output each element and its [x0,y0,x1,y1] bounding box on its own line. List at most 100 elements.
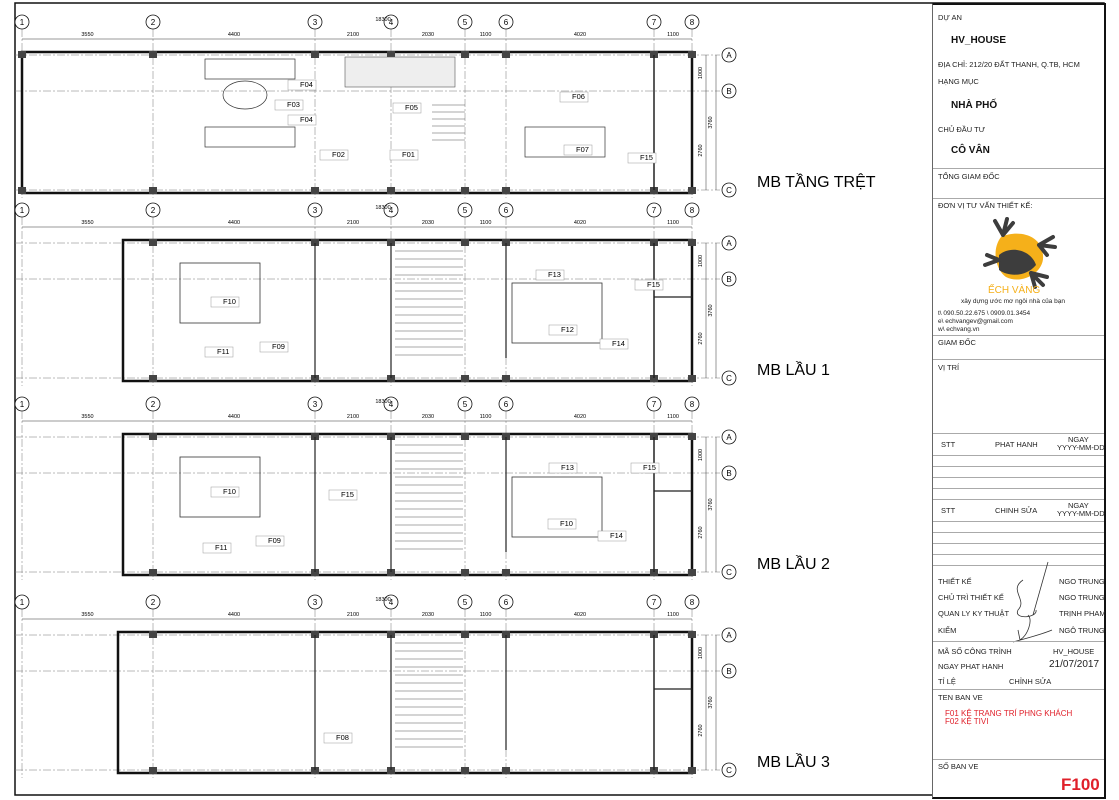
furniture-tag: F11 [215,543,227,552]
column [461,433,469,440]
furniture-tag-box [287,79,317,91]
dimension-text: 4020 [574,414,586,420]
revision-header: CHINH SỬA [995,506,1038,515]
furniture-tag-box [210,296,240,308]
grid-label: 7 [652,206,657,215]
dimension-text: 2100 [347,220,359,226]
grid-label: B [726,275,731,284]
dimension-text: 2760 [698,332,704,344]
column [650,767,658,774]
grid-bubble [14,202,30,218]
dimension-text: 3760 [708,498,714,510]
column [311,375,319,382]
column [461,375,469,382]
dimension-text: 3760 [708,696,714,708]
grid-bubble [721,564,737,580]
furniture-tag-box [274,99,304,111]
grid-bubble [145,14,161,30]
grid-bubble [457,594,473,610]
furniture-tag: F15 [647,280,660,289]
column [149,187,157,194]
drawing-name-2: F02 KỆ TIVI [945,717,989,726]
column [149,239,157,246]
dining-table [524,126,606,158]
furniture-tag: F10 [223,297,236,306]
grid-bubble [145,396,161,412]
grid-label: A [726,631,732,640]
exterior-wall [121,432,694,577]
drawing-name-label: TEN BAN VE [938,693,983,702]
column [387,375,395,382]
column [650,631,658,638]
grid-label: 6 [504,400,509,409]
furniture-tag: F13 [561,463,574,472]
lead-designer-label: CHỦ TRÌ THIẾT KẾ [938,593,1004,602]
column [502,51,510,58]
column [502,239,510,246]
furniture-tag-box [287,114,317,126]
grid-label: C [726,374,732,383]
category-label: HẠNG MỤC [938,77,979,86]
counter [344,56,456,88]
date-header: NGAY [1068,435,1089,444]
grid-bubble [646,396,662,412]
grid-label: 6 [504,18,509,27]
dimension-text: 3760 [708,116,714,128]
dimension-text: 2030 [422,220,434,226]
dimension-text: 1100 [480,612,492,618]
grid-bubble [721,83,737,99]
floor-title: MB TẦNG TRỆT [757,172,876,191]
column [461,569,469,576]
logo-name: ẾCH VÀNG [988,285,1041,296]
column [311,569,319,576]
dimension-text: 2030 [422,612,434,618]
column [688,187,696,194]
dimension-text: 2760 [698,526,704,538]
furniture-tag-box [548,324,578,336]
stt-header: STT [941,440,956,449]
furniture-tag: F10 [560,519,573,528]
furniture-tag: F09 [268,536,281,545]
dimension-text: 1100 [480,414,492,420]
date-header: NGAY [1068,501,1089,510]
furniture-tag-box [548,462,578,474]
furniture-tag: F13 [548,270,561,279]
grid-bubble [721,235,737,251]
grid-label: C [726,568,732,577]
phone: t\ 090.50.22.675 \ 0909.01.3454 [938,310,1031,317]
coffee-table [222,80,268,110]
grid-bubble [307,396,323,412]
dimension-text: 3550 [81,414,93,420]
tech-manager-label: QUAN LY KY THUẬT [938,609,1010,618]
column [650,433,658,440]
column [311,767,319,774]
grid-label: B [726,469,731,478]
furniture-tag: F02 [332,150,345,159]
furniture-tag-box [389,149,419,161]
grid-label: 2 [151,400,156,409]
grid-label: 2 [151,598,156,607]
grid-label: 7 [652,598,657,607]
drawing-name-1: F01 KỆ TRANG TRÍ PHNG KHÁCH [945,709,1073,718]
grid-bubble [498,202,514,218]
bed [179,262,261,324]
exterior-wall [116,630,694,775]
signature [1012,561,1053,643]
grid-label: 8 [690,598,695,607]
designer: NGO TRUNG [1059,577,1105,586]
sofa [204,126,296,148]
sheet-number-label: SỐ BAN VE [938,762,979,771]
furniture-tag-box [535,269,565,281]
column [387,51,395,58]
scale-label: TỈ LỆ [938,677,956,686]
column [311,433,319,440]
dimension-text: 4400 [228,414,240,420]
furniture-tag: F05 [405,103,418,112]
bed [511,282,603,344]
grid-bubble [646,202,662,218]
project-label: DỰ AN [938,13,962,22]
grid-bubble [498,594,514,610]
dimension-text: 1100 [667,220,679,226]
furniture-tag-box [599,338,629,350]
